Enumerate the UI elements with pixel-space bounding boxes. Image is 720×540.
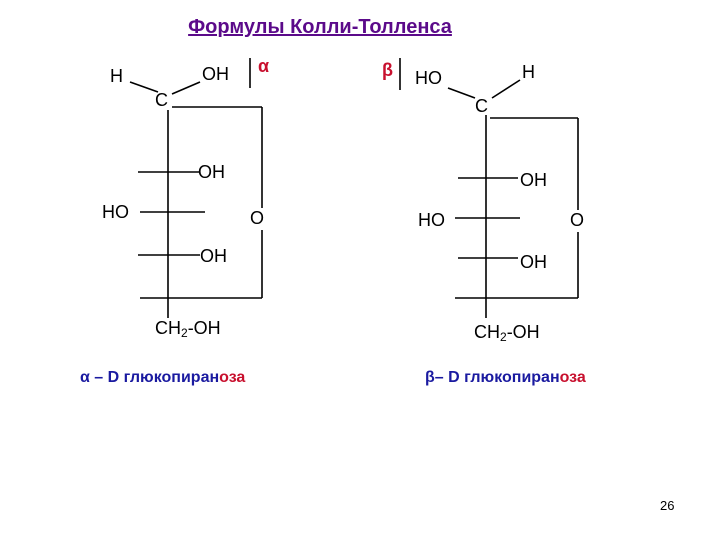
alpha-ring-o-label: O [250,208,265,228]
alpha-oh-top-label: OH [202,64,229,84]
page-number: 26 [660,498,675,513]
alpha-bond-h-c [129,81,159,93]
alpha-bond-c-oh [171,81,201,95]
beta-ho-label: HO [418,210,445,230]
beta-bond-ho-c [447,87,476,99]
beta-oh1-label: OH [520,170,547,190]
alpha-ho-label: HO [102,202,129,222]
alpha-oh1-label: OH [198,162,225,182]
alpha-c-label: C [155,90,168,110]
beta-caption: β– D глюкопираноза [425,369,586,386]
beta-symbol: β [382,60,393,80]
alpha-ch2oh-label: CH2-OH [155,318,221,340]
alpha-h-label: H [110,66,123,86]
beta-bond-c-h [491,79,521,99]
beta-h-label: H [522,62,535,82]
beta-ring-o-label: O [570,210,585,230]
beta-c-label: C [475,96,488,116]
alpha-caption: α – D глюкопираноза [80,369,246,386]
beta-ho-top-label: HO [415,68,442,88]
beta-ch2oh-label: CH2-OH [474,322,540,344]
alpha-oh2-label: OH [200,246,227,266]
slide-title: Формулы Колли-Толленса [188,16,452,38]
beta-oh2-label: OH [520,252,547,272]
alpha-symbol: α [258,56,270,76]
